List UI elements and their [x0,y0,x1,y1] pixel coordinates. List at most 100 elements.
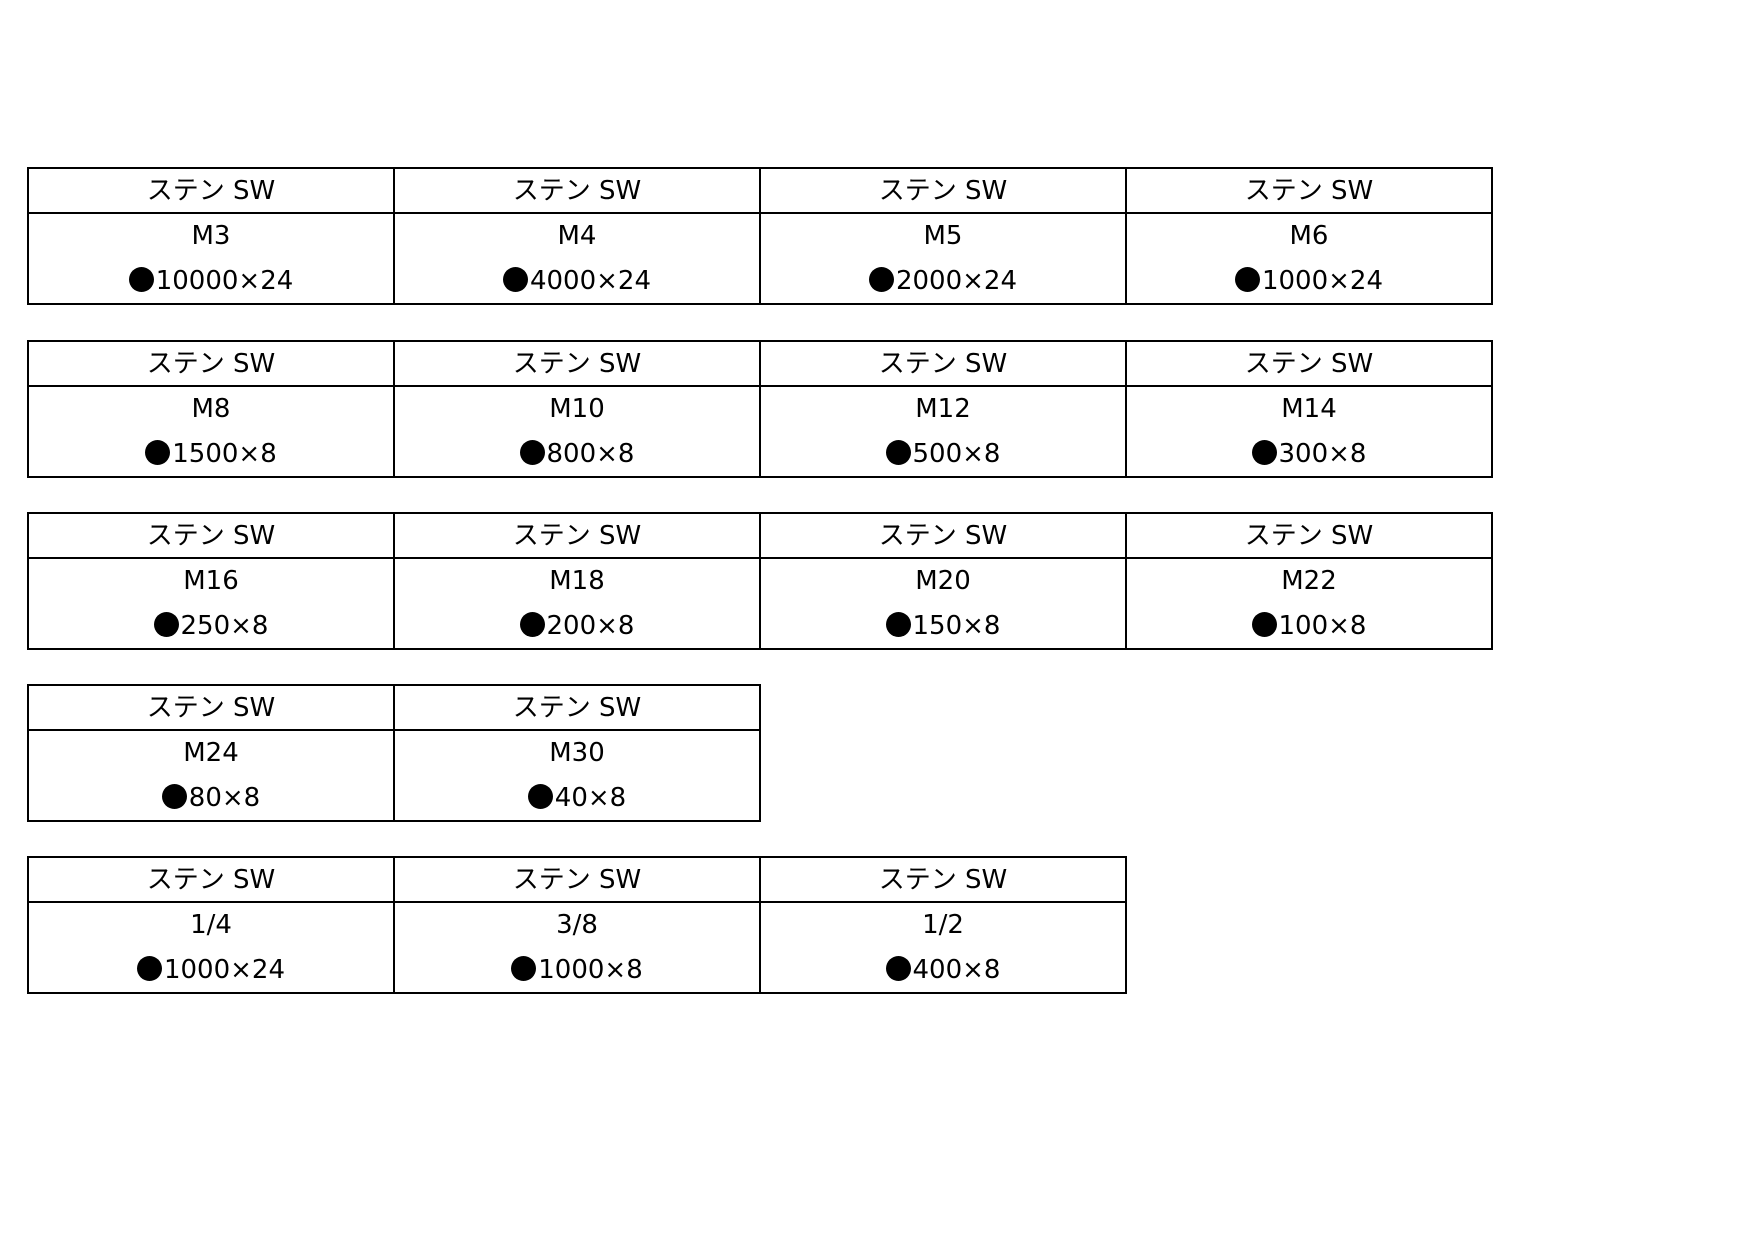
card-body: M3 10000×24 [27,212,395,305]
size-label: M18 [549,566,605,596]
black-circle-icon [885,612,911,637]
card-body: 3/8 1000×8 [393,901,761,994]
quantity-label: 250×8 [180,611,269,641]
card-header: ステン SW [759,167,1127,214]
card-body: M18 200×8 [393,557,761,650]
card-header: ステン SW [393,512,761,559]
black-circle-icon [136,956,162,981]
quantity-line: 100×8 [1127,604,1491,648]
card-header: ステン SW [27,856,395,903]
quantity-label: 200×8 [546,611,635,641]
quantity-label: 500×8 [912,439,1001,469]
label-table-3: ステン SW ステン SW ステン SW ステン SW M16 250×8 M1… [27,512,1493,650]
size-label: M10 [549,394,605,424]
quantity-label: 80×8 [188,783,261,813]
quantity-label: 1000×24 [1261,266,1384,296]
black-circle-icon [145,440,171,465]
black-circle-icon [868,267,894,292]
card-header: ステン SW [393,167,761,214]
size-label: 1/4 [190,910,232,940]
size-label: M14 [1281,394,1337,424]
quantity-label: 10000×24 [155,266,294,296]
card-header: ステン SW [393,340,761,387]
quantity-label: 100×8 [1278,611,1367,641]
detail-row: 1/4 1000×24 3/8 1000×8 1/2 400×8 [27,901,1127,994]
card-body: M6 1000×24 [1125,212,1493,305]
quantity-line: 300×8 [1127,432,1491,476]
header-row: ステン SW ステン SW ステン SW ステン SW [27,340,1493,387]
card-header: ステン SW [393,856,761,903]
card-body: M4 4000×24 [393,212,761,305]
card-body: 1/4 1000×24 [27,901,395,994]
quantity-line: 10000×24 [29,259,393,303]
quantity-label: 4000×24 [529,266,652,296]
size-label: 3/8 [556,910,598,940]
card-header: ステン SW [27,340,395,387]
size-label: M22 [1281,566,1337,596]
label-table-1: ステン SW ステン SW ステン SW ステン SW M3 10000×24 … [27,167,1493,305]
quantity-line: 800×8 [395,432,759,476]
card-body: M8 1500×8 [27,385,395,478]
size-label: M30 [549,738,605,768]
quantity-label: 1500×8 [172,439,277,469]
quantity-line: 1000×24 [29,948,393,992]
quantity-label: 300×8 [1278,439,1367,469]
quantity-line: 2000×24 [761,259,1125,303]
quantity-line: 250×8 [29,604,393,648]
quantity-line: 1000×8 [395,948,759,992]
header-row: ステン SW ステン SW ステン SW ステン SW [27,167,1493,214]
size-label: M6 [1289,221,1329,251]
quantity-label: 1000×24 [163,955,286,985]
black-circle-icon [527,784,553,809]
quantity-label: 800×8 [546,439,635,469]
card-body: M16 250×8 [27,557,395,650]
size-label: M5 [923,221,963,251]
quantity-line: 4000×24 [395,259,759,303]
card-body: M12 500×8 [759,385,1127,478]
card-body: M20 150×8 [759,557,1127,650]
size-label: M16 [183,566,239,596]
card-body: M10 800×8 [393,385,761,478]
detail-row: M16 250×8 M18 200×8 M20 150×8 M22 100×8 [27,557,1493,650]
quantity-label: 2000×24 [895,266,1018,296]
black-circle-icon [885,440,911,465]
black-circle-icon [128,267,154,292]
black-circle-icon [161,784,187,809]
card-body: M30 40×8 [393,729,761,822]
black-circle-icon [1234,267,1260,292]
card-header: ステン SW [1125,167,1493,214]
card-body: M5 2000×24 [759,212,1127,305]
quantity-line: 1000×24 [1127,259,1491,303]
quantity-label: 40×8 [554,783,627,813]
black-circle-icon [519,440,545,465]
black-circle-icon [1251,440,1277,465]
quantity-line: 200×8 [395,604,759,648]
size-label: M3 [191,221,231,251]
size-label: M24 [183,738,239,768]
detail-row: M24 80×8 M30 40×8 [27,729,761,822]
black-circle-icon [511,956,537,981]
quantity-line: 1500×8 [29,432,393,476]
label-table-4: ステン SW ステン SW M24 80×8 M30 40×8 [27,684,761,822]
card-body: M24 80×8 [27,729,395,822]
quantity-line: 80×8 [29,776,393,820]
card-header: ステン SW [759,512,1127,559]
quantity-line: 150×8 [761,604,1125,648]
black-circle-icon [1251,612,1277,637]
size-label: 1/2 [922,910,964,940]
label-table-5: ステン SW ステン SW ステン SW 1/4 1000×24 3/8 100… [27,856,1127,994]
card-header: ステン SW [27,512,395,559]
quantity-line: 400×8 [761,948,1125,992]
card-header: ステン SW [1125,340,1493,387]
card-body: M22 100×8 [1125,557,1493,650]
card-body: M14 300×8 [1125,385,1493,478]
card-header: ステン SW [1125,512,1493,559]
size-label: M4 [557,221,597,251]
label-table-2: ステン SW ステン SW ステン SW ステン SW M8 1500×8 M1… [27,340,1493,478]
card-header: ステン SW [27,167,395,214]
quantity-label: 150×8 [912,611,1001,641]
size-label: M12 [915,394,971,424]
detail-row: M3 10000×24 M4 4000×24 M5 2000×24 M6 100… [27,212,1493,305]
card-header: ステン SW [393,684,761,731]
card-header: ステン SW [759,856,1127,903]
